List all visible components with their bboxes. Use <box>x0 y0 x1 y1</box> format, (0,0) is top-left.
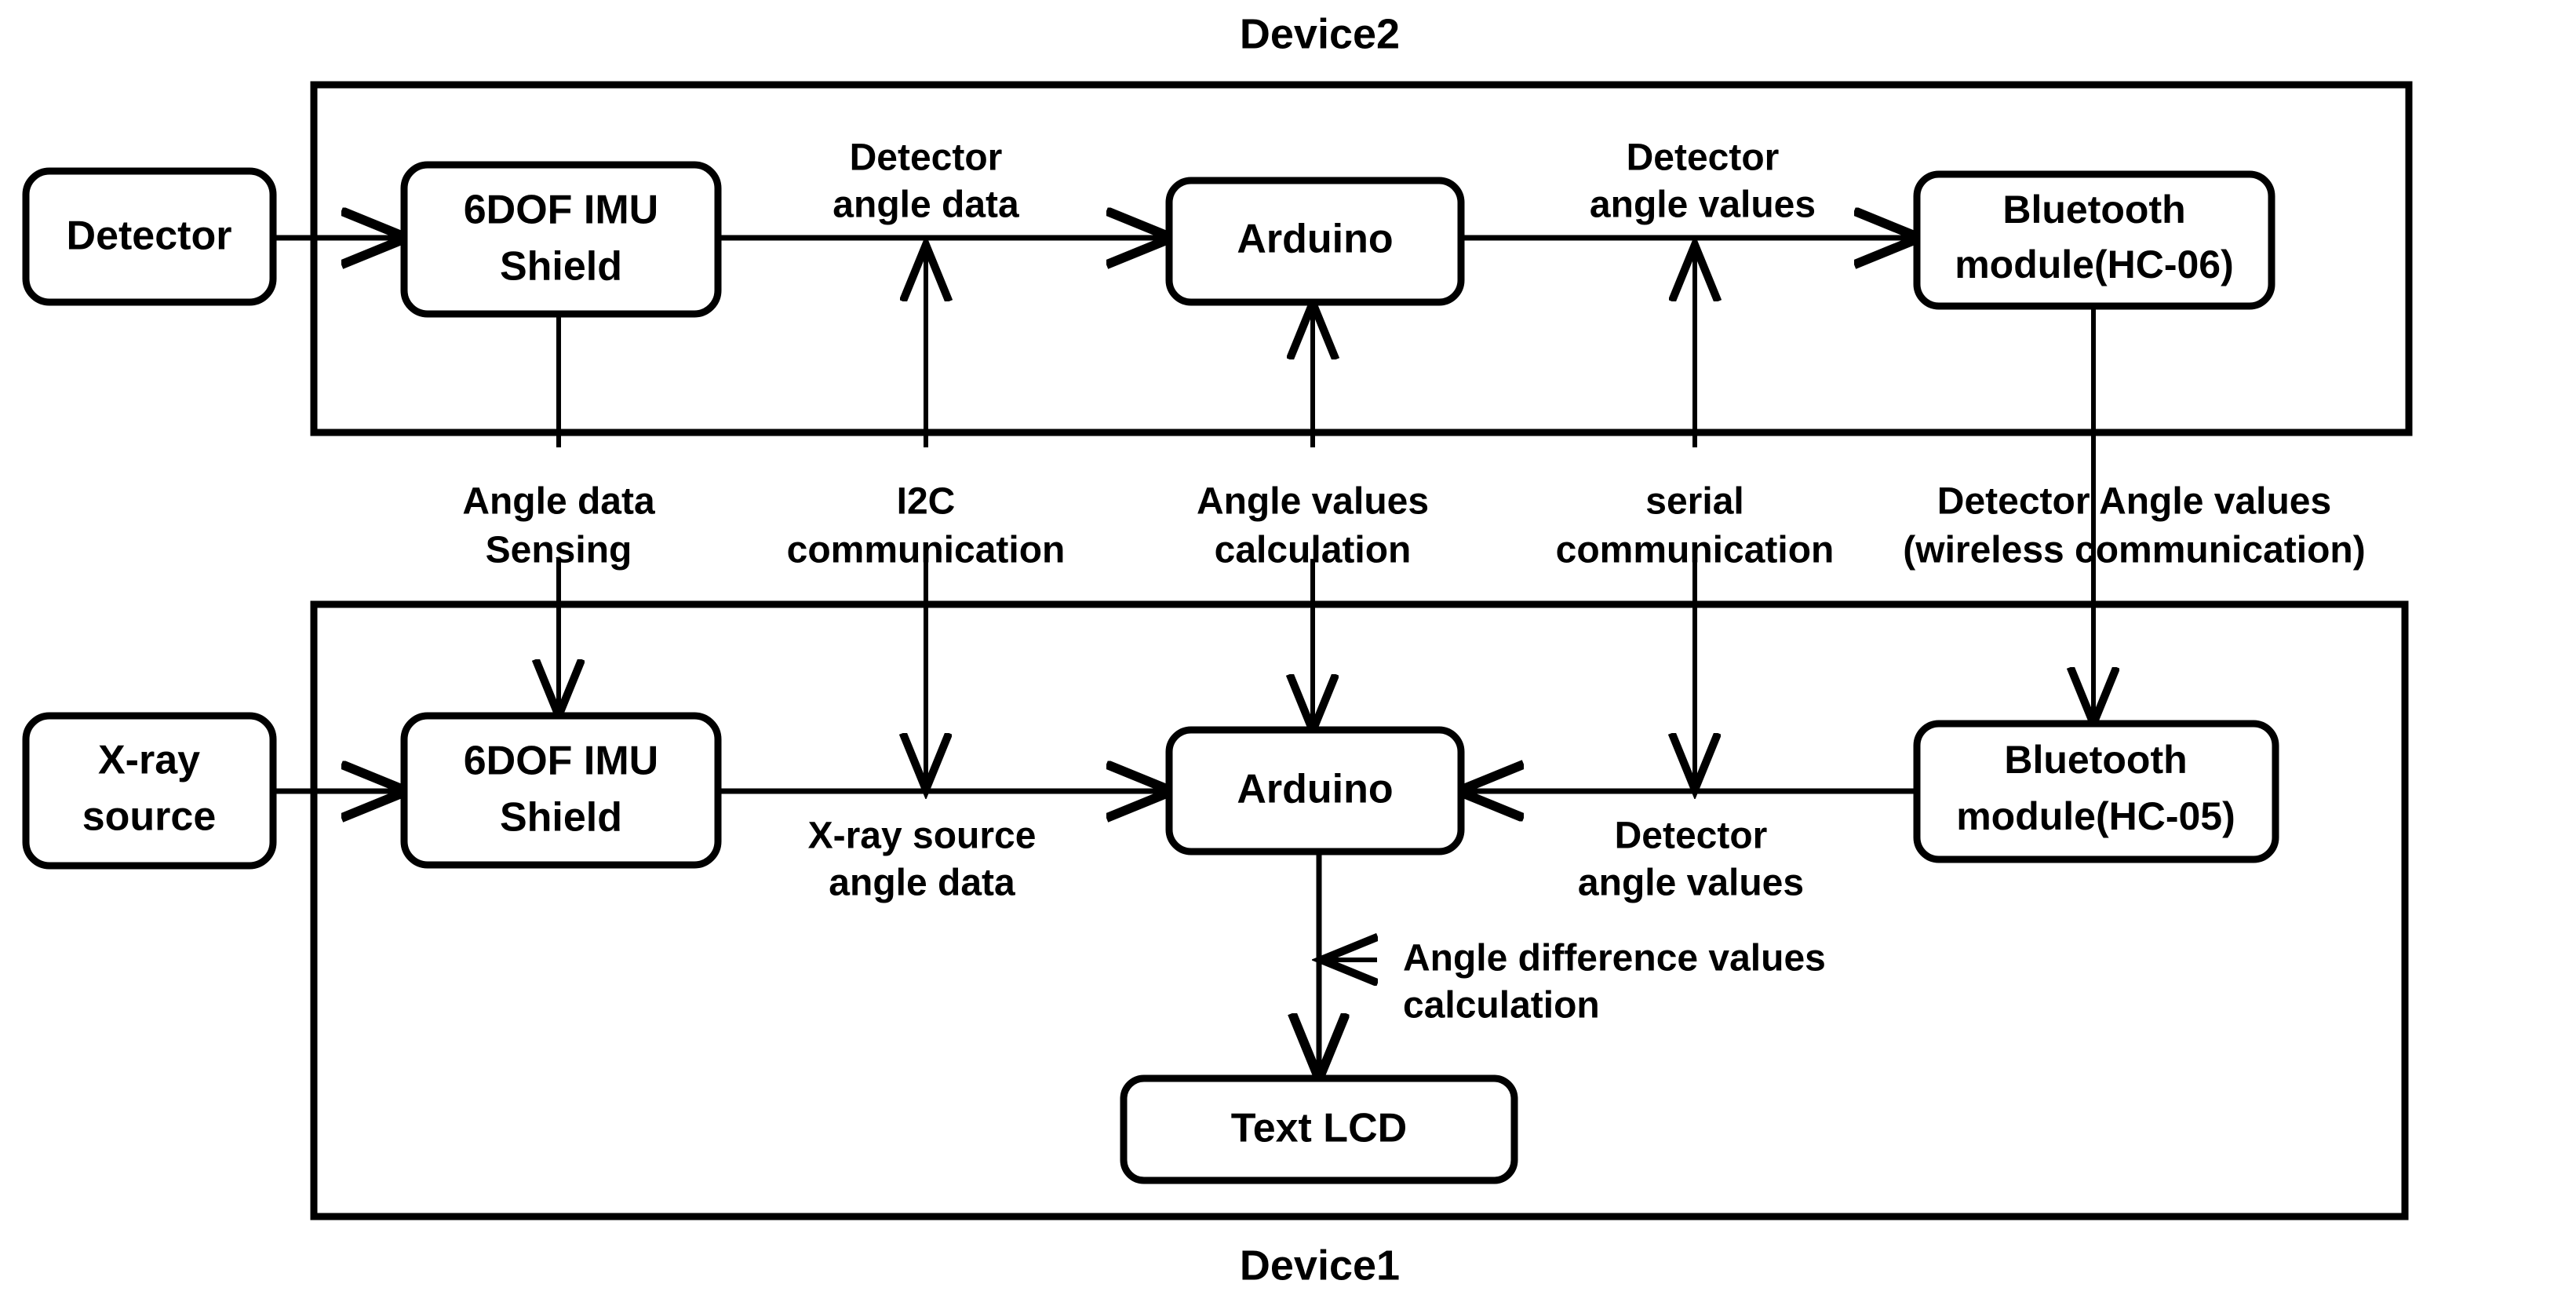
edge-label-serial-communication-line1: serial <box>1645 481 1743 523</box>
node-imu-shield-top[interactable]: 6DOF IMU Shield <box>400 161 722 318</box>
edge-label-detector-angle-values-wireless-line1: Detector Angle values <box>1937 481 2331 523</box>
node-bluetooth-hc06[interactable]: Bluetooth module(HC-06) <box>1913 170 2275 310</box>
node-bluetooth-hc06-shape[interactable] <box>1913 170 2275 310</box>
node-xray-source-label-line2: source <box>82 794 217 840</box>
edge-label-detector-angle-values-bottom: Detector angle values <box>1578 815 1804 904</box>
node-arduino-top[interactable]: Arduino <box>1165 177 1465 306</box>
node-arduino-bottom[interactable]: Arduino <box>1165 726 1465 855</box>
node-xray-source-shape[interactable] <box>22 712 277 870</box>
group-rect-device1 <box>310 600 2409 1220</box>
edge-label-i2c-communication-line2: communication <box>787 530 1066 571</box>
edge-label-angle-difference-calculation-line1: Angle difference values <box>1403 938 1826 980</box>
edge-label-angle-values-calculation-line1: Angle values <box>1197 481 1429 523</box>
edge-label-i2c-communication-line1: I2C <box>897 481 956 523</box>
edge-label-detector-angle-values-wireless-line2: (wireless communication) <box>1903 530 2365 571</box>
edge-label-angle-difference-calculation: Angle difference values calculation <box>1403 938 1826 1027</box>
edge-label-serial-communication: serial communication <box>1556 481 1835 571</box>
edge-label-detector-angle-values: Detector angle values <box>1590 137 1816 226</box>
node-text-lcd[interactable]: Text LCD <box>1120 1074 1518 1184</box>
node-text-lcd-label: Text LCD <box>1231 1106 1407 1151</box>
edge-label-detector-angle-values-wireless: Detector Angle values (wireless communic… <box>1903 481 2365 571</box>
edge-label-xray-source-angle-data-line1: X-ray source <box>808 815 1037 857</box>
edge-label-detector-angle-values-line2: angle values <box>1590 184 1816 226</box>
group-rect-device2 <box>310 81 2413 436</box>
edge-label-detector-angle-values-bottom-line2: angle values <box>1578 863 1804 904</box>
node-arduino-top-label: Arduino <box>1237 217 1393 262</box>
node-bluetooth-hc05[interactable]: Bluetooth module(HC-05) <box>1913 720 2279 863</box>
edge-label-angle-difference-calculation-line2: calculation <box>1403 985 1600 1027</box>
edge-label-angle-values-calculation-line2: calculation <box>1215 530 1412 571</box>
edge-label-serial-communication-line2: communication <box>1556 530 1835 571</box>
node-arduino-bottom-shape[interactable] <box>1165 726 1465 855</box>
edge-label-i2c-communication: I2C communication <box>787 481 1066 571</box>
node-imu-shield-bottom-shape[interactable] <box>400 712 722 869</box>
node-arduino-bottom-label: Arduino <box>1237 767 1393 812</box>
edge-label-angle-data-sensing-line1: Angle data <box>462 481 655 523</box>
edge-label-detector-angle-data: Detector angle data <box>833 137 1019 226</box>
node-imu-shield-bottom-label-line1: 6DOF IMU <box>464 739 658 784</box>
node-detector[interactable]: Detector <box>22 167 277 306</box>
node-imu-shield-bottom-label-line2: Shield <box>500 795 622 841</box>
node-bluetooth-hc06-label-line2: module(HC-06) <box>1955 243 2234 286</box>
node-detector-label: Detector <box>67 213 232 259</box>
edge-label-detector-angle-values-line1: Detector <box>1627 137 1780 179</box>
edge-label-detector-angle-data-line1: Detector <box>850 137 1003 179</box>
node-bluetooth-hc05-label-line1: Bluetooth <box>2004 738 2187 782</box>
node-imu-shield-top-label-line2: Shield <box>500 244 622 290</box>
node-arduino-top-shape[interactable] <box>1165 177 1465 306</box>
node-text-lcd-shape[interactable] <box>1120 1074 1518 1184</box>
node-bluetooth-hc06-label-line1: Bluetooth <box>2002 188 2185 232</box>
edge-label-detector-angle-data-line2: angle data <box>833 184 1019 226</box>
group-title-device2: Device2 <box>1240 10 1400 57</box>
node-xray-source[interactable]: X-ray source <box>22 712 277 870</box>
edge-label-detector-angle-values-bottom-line1: Detector <box>1615 815 1768 857</box>
edge-label-angle-data-sensing: Angle data Sensing <box>462 481 655 571</box>
node-imu-shield-top-shape[interactable] <box>400 161 722 318</box>
node-bluetooth-hc05-label-line2: module(HC-05) <box>1956 794 2235 838</box>
edge-label-xray-source-angle-data: X-ray source angle data <box>808 815 1037 904</box>
edge-label-angle-data-sensing-line2: Sensing <box>486 530 632 571</box>
node-imu-shield-bottom[interactable]: 6DOF IMU Shield <box>400 712 722 869</box>
edge-label-angle-values-calculation: Angle values calculation <box>1197 481 1429 571</box>
group-title-device1: Device1 <box>1240 1242 1400 1289</box>
edge-label-xray-source-angle-data-line2: angle data <box>829 863 1015 904</box>
node-xray-source-label-line1: X-ray <box>98 738 200 783</box>
node-bluetooth-hc05-shape[interactable] <box>1913 720 2279 863</box>
node-detector-shape[interactable] <box>22 167 277 306</box>
node-imu-shield-top-label-line1: 6DOF IMU <box>464 188 658 233</box>
